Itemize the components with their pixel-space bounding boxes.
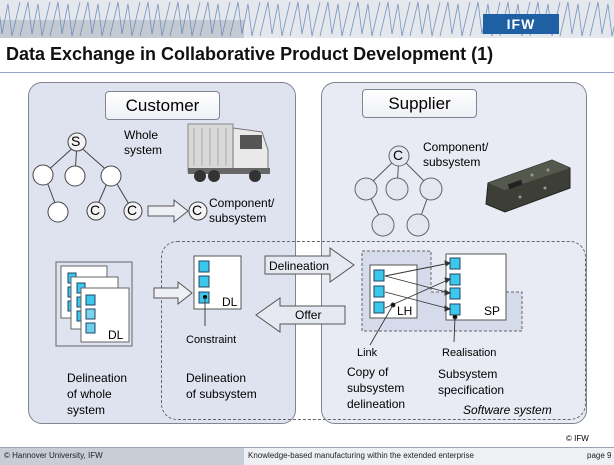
lh-box: [369, 264, 418, 319]
tree-node: [354, 177, 378, 201]
tree-node: [371, 213, 395, 237]
header-pattern-stroke: [229, 1, 261, 37]
tree-node-root: [388, 145, 410, 167]
software-system-label: Software system: [463, 403, 552, 417]
header-pattern-stroke: [199, 1, 231, 37]
header-pattern-stroke: [379, 1, 411, 37]
header-pattern-stroke: [109, 1, 141, 37]
customer-component-label: Component/ subsystem: [209, 196, 275, 225]
extract-arrow: [147, 198, 189, 224]
link-lines: [369, 260, 458, 346]
copyright-ifw: © IFW: [566, 434, 589, 443]
tree-node: [32, 164, 54, 186]
supplier-node-label-c: C: [393, 147, 404, 163]
header-pattern-stroke: [49, 1, 81, 37]
sp-label: SP: [484, 304, 501, 318]
footer-copyright: © Hannover University, IFW: [4, 451, 103, 460]
dl-stack: [55, 261, 133, 347]
tree-node-component: [123, 201, 143, 221]
whole-system-label: Whole system: [124, 128, 163, 157]
copy-label: Copy of subsystem delineation: [347, 365, 406, 411]
constraint-label: Constraint: [186, 334, 237, 346]
transfer-arrow: [153, 280, 193, 306]
link-label: Link: [357, 347, 378, 359]
tree-node: [100, 165, 122, 187]
spec-label: Subsystem specification: [438, 367, 505, 397]
ifw-logo: IFW: [483, 14, 559, 34]
page-number: page 9: [587, 451, 612, 460]
tree-node: [385, 177, 409, 201]
supplier-component-label: Component/ subsystem: [423, 140, 489, 169]
node-label-c-extracted: C: [192, 202, 203, 218]
delineation-whole-label: Delineation of whole system: [67, 371, 128, 417]
tree-node: [406, 213, 430, 237]
footer-left-shade: [0, 448, 244, 465]
garbage-truck-image: [187, 123, 270, 182]
offer-arrow: [255, 297, 346, 333]
offer-arrow-label: Offer: [295, 308, 322, 322]
lh-label: LH: [397, 304, 413, 318]
node-label-s: S: [71, 133, 81, 149]
header-pattern-stroke: [19, 1, 51, 37]
device-component-image: [485, 159, 571, 213]
software-system-boundary: [161, 241, 586, 420]
header-pattern-stroke: [409, 1, 441, 37]
supplier-tree-nodes: [354, 145, 443, 237]
tree-node-component: [86, 201, 106, 221]
delineation-arrow-label: Delineation: [269, 259, 330, 273]
header-pattern-stroke: [439, 1, 471, 37]
node-label-c: C: [127, 202, 138, 218]
footer-bar: © Hannover University, IFW Knowledge-bas…: [0, 447, 614, 465]
delineation-sub-label: Delineation of subsystem: [186, 371, 257, 401]
customer-label: Customer: [105, 91, 220, 120]
header-pattern-stroke: [589, 1, 614, 37]
header-pattern-stroke: [139, 1, 171, 37]
tree-node: [419, 177, 443, 201]
supplier-label: Supplier: [362, 89, 477, 118]
tree-node-root: [67, 132, 87, 152]
node-label-c: C: [90, 202, 101, 218]
component-node-extracted: [188, 201, 208, 221]
dl-subsystem: [193, 255, 242, 326]
tree-node: [47, 201, 69, 223]
dl-stack-label: DL: [108, 328, 124, 342]
delineation-arrow: [264, 247, 355, 283]
customer-tree-nodes: [32, 132, 208, 223]
header-pattern-stroke: [259, 1, 291, 37]
dl-subsystem-label: DL: [222, 295, 238, 309]
header-banner: IFW: [0, 0, 614, 38]
header-pattern-stroke: [169, 1, 201, 37]
header-pattern-stroke: [289, 1, 321, 37]
realisation-label: Realisation: [442, 347, 497, 359]
header-pattern-stroke: [0, 1, 21, 37]
page-title: Data Exchange in Collaborative Product D…: [6, 44, 494, 64]
tree-node: [64, 165, 86, 187]
header-pattern-stroke: [349, 1, 381, 37]
header-pattern-stroke: [319, 1, 351, 37]
header-pattern-stroke: [79, 1, 111, 37]
header-pattern-stroke: [559, 1, 591, 37]
footer-subtitle: Knowledge-based manufacturing within the…: [248, 451, 474, 460]
title-divider: [0, 72, 614, 73]
